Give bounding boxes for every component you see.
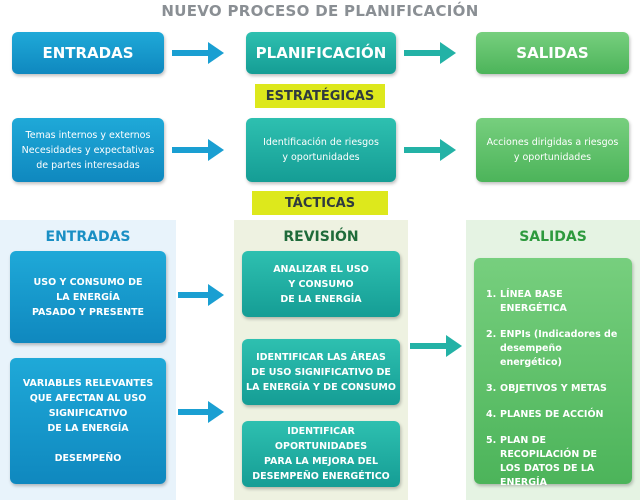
text-line: desempeño energético) bbox=[500, 343, 562, 368]
entradas-variables-box: VARIABLES RELEVANTES QUE AFECTAN AL USO … bbox=[10, 358, 166, 484]
top-planificacion-label: PLANIFICACIÓN bbox=[255, 44, 387, 62]
list-item: 4. PLANES DE ACCIÓN bbox=[486, 408, 624, 422]
text-line: SIGNIFICATIVO bbox=[48, 408, 128, 419]
text-line: y oportunidades bbox=[282, 152, 360, 163]
estrategicas-input-box: Temas internos y externos Necesidades y … bbox=[12, 118, 164, 182]
text-line: VARIABLES RELEVANTES bbox=[22, 378, 154, 389]
text-line: Necesidades y expectativas bbox=[21, 144, 155, 156]
salidas-list-box: 1. LÍNEA BASE ENERGÉTICA 2. ENPIs (Indic… bbox=[474, 258, 632, 488]
text-line: Identificación de riesgos bbox=[263, 137, 379, 148]
list-item-number: 3. bbox=[486, 383, 497, 394]
tacticas-entradas-header: ENTRADAS bbox=[45, 229, 131, 245]
estrategicas-process-box: Identificación de riesgos y oportunidade… bbox=[246, 118, 396, 182]
text-line: ANALIZAR EL USO bbox=[273, 263, 369, 275]
text-line: LOS DATOS DE LA ENERGÍA bbox=[500, 463, 595, 488]
text-line: PARA LA MEJORA DEL bbox=[263, 456, 379, 467]
text-line: DE USO SIGNIFICATIVO DE bbox=[251, 366, 391, 378]
text-line: LÍNEA BASE ENERGÉTICA bbox=[500, 289, 567, 314]
text-line: OBJETIVOS Y METAS bbox=[500, 383, 607, 394]
estrategicas-process-text: Identificación de riesgos y oportunidade… bbox=[263, 135, 379, 165]
text-line: PASADO Y PRESENTE bbox=[31, 306, 145, 318]
list-item: 1. LÍNEA BASE ENERGÉTICA bbox=[486, 288, 624, 316]
top-salidas-label: SALIDAS bbox=[516, 44, 589, 62]
text-line: USO Y CONSUMO DE bbox=[33, 276, 143, 288]
list-item-number: 2. bbox=[486, 329, 497, 340]
estrategicas-output-text: Acciones dirigidas a riesgos y oportunid… bbox=[487, 135, 619, 165]
text-line: Y CONSUMO bbox=[288, 278, 354, 290]
list-item: 2. ENPIs (Indicadores de desempeño energ… bbox=[486, 328, 624, 370]
entradas-uso-consumo-box: USO Y CONSUMO DE LA ENERGÍA PASADO Y PRE… bbox=[10, 251, 166, 343]
text-line: DE LA ENERGÍA bbox=[47, 423, 129, 434]
revision-analizar-box: ANALIZAR EL USO Y CONSUMO DE LA ENERGÍA bbox=[242, 251, 400, 317]
estrategicas-input-text: Temas internos y externos Necesidades y … bbox=[22, 128, 155, 173]
text-line: DESEMPEÑO ENERGÉTICO bbox=[252, 471, 390, 482]
text-line: DE LA ENERGÍA bbox=[280, 293, 362, 305]
text-line: IDENTIFICAR OPORTUNIDADES bbox=[274, 426, 368, 452]
tacticas-salidas-header: SALIDAS bbox=[519, 229, 587, 245]
revision-oportunidades-text: IDENTIFICAR OPORTUNIDADES PARA LA MEJORA… bbox=[242, 424, 400, 484]
text-line: LA ENERGÍA Y DE CONSUMO bbox=[246, 381, 396, 393]
text-line: DESEMPEÑO bbox=[54, 453, 122, 464]
estrategicas-output-box: Acciones dirigidas a riesgos y oportunid… bbox=[476, 118, 629, 182]
top-salidas-box: SALIDAS bbox=[476, 32, 629, 74]
text-line: PLAN DE RECOPILACIÓN DE bbox=[500, 435, 597, 460]
entradas-variables-text: VARIABLES RELEVANTES QUE AFECTAN AL USO … bbox=[23, 376, 153, 466]
list-item: 3. OBJETIVOS Y METAS bbox=[486, 382, 624, 396]
page-title: NUEVO PROCESO DE PLANIFICACIÓN bbox=[161, 2, 479, 20]
revision-oportunidades-box: IDENTIFICAR OPORTUNIDADES PARA LA MEJORA… bbox=[242, 421, 400, 487]
revision-identificar-areas-text: IDENTIFICAR LAS ÁREAS DE USO SIGNIFICATI… bbox=[246, 350, 396, 395]
top-planificacion-box: PLANIFICACIÓN bbox=[246, 32, 396, 74]
list-item-number: 1. bbox=[486, 289, 497, 300]
top-entradas-box: ENTRADAS bbox=[12, 32, 164, 74]
revision-analizar-text: ANALIZAR EL USO Y CONSUMO DE LA ENERGÍA bbox=[273, 262, 369, 307]
top-entradas-label: ENTRADAS bbox=[42, 44, 134, 62]
text-line: y oportunidades bbox=[513, 152, 592, 163]
arrow-right-icon bbox=[172, 139, 224, 161]
estrategicas-tag-label: ESTRATÉGICAS bbox=[265, 88, 375, 104]
list-item-text: ENPIs (Indicadores de desempeño energéti… bbox=[500, 328, 624, 370]
text-line bbox=[23, 436, 153, 451]
arrow-right-icon bbox=[404, 139, 456, 161]
tacticas-tag: TÁCTICAS bbox=[252, 191, 388, 215]
arrow-right-icon bbox=[172, 42, 224, 64]
list-item-number: 5. bbox=[486, 435, 497, 446]
list-item-number: 4. bbox=[486, 409, 497, 420]
arrow-right-icon bbox=[178, 401, 224, 423]
text-line: PLANES DE ACCIÓN bbox=[500, 409, 604, 420]
revision-identificar-areas-box: IDENTIFICAR LAS ÁREAS DE USO SIGNIFICATI… bbox=[242, 339, 400, 405]
text-line: de partes interesadas bbox=[36, 159, 140, 171]
text-line: QUE AFECTAN AL USO bbox=[29, 393, 147, 404]
text-line: ENPIs (Indicadores de bbox=[500, 329, 618, 340]
entradas-uso-consumo-text: USO Y CONSUMO DE LA ENERGÍA PASADO Y PRE… bbox=[32, 275, 144, 320]
tacticas-revision-header: REVISIÓN bbox=[283, 229, 359, 245]
list-item-text: LÍNEA BASE ENERGÉTICA bbox=[500, 288, 624, 316]
list-item-text: PLAN DE RECOPILACIÓN DE LOS DATOS DE LA … bbox=[500, 434, 624, 490]
list-item-text: PLANES DE ACCIÓN bbox=[500, 408, 604, 422]
text-line: LA ENERGÍA bbox=[56, 291, 120, 303]
tacticas-tag-label: TÁCTICAS bbox=[284, 195, 356, 211]
list-item-text: OBJETIVOS Y METAS bbox=[500, 382, 607, 396]
text-line: Acciones dirigidas a riesgos bbox=[486, 137, 619, 148]
estrategicas-tag: ESTRATÉGICAS bbox=[255, 84, 385, 108]
list-item: 5. PLAN DE RECOPILACIÓN DE LOS DATOS DE … bbox=[486, 434, 624, 490]
text-line: Temas internos y externos bbox=[25, 129, 151, 141]
arrow-right-icon bbox=[178, 284, 224, 306]
text-line: IDENTIFICAR LAS ÁREAS bbox=[256, 351, 386, 363]
arrow-right-icon bbox=[410, 335, 462, 357]
arrow-right-icon bbox=[404, 42, 456, 64]
salidas-list: 1. LÍNEA BASE ENERGÉTICA 2. ENPIs (Indic… bbox=[486, 288, 624, 490]
